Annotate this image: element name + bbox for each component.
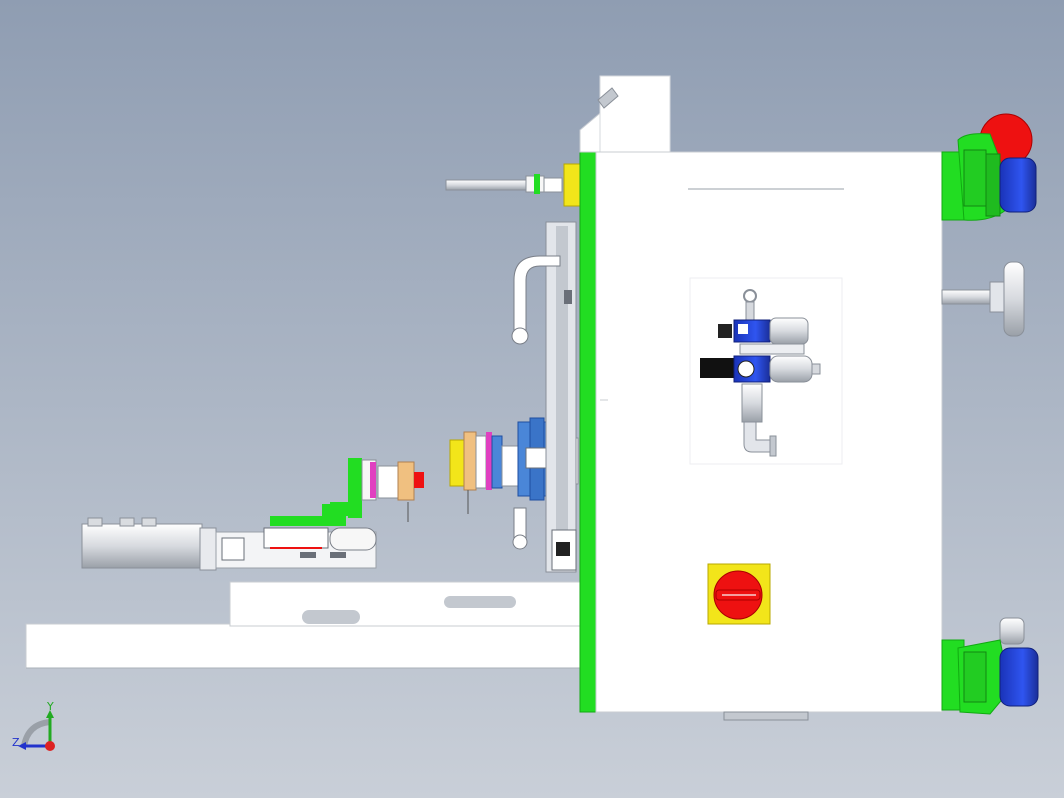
vertical-rail — [545, 221, 577, 573]
cable-hook-top — [511, 255, 561, 345]
z-axis-label: Z — [12, 736, 20, 749]
emergency-stop-button[interactable] — [941, 113, 1037, 221]
base-plate — [25, 581, 587, 669]
green-bracket — [330, 458, 362, 518]
x-axis-dot — [45, 741, 55, 751]
start-button[interactable] — [941, 617, 1039, 715]
handwheel[interactable] — [941, 261, 1025, 337]
linear-actuator — [81, 504, 377, 571]
main-cabinet — [579, 75, 943, 721]
green-mounting-plate — [579, 151, 597, 713]
coordinate-triad: Y Z — [12, 700, 55, 751]
air-filter-regulator — [700, 289, 821, 457]
main-switch[interactable] — [707, 563, 771, 625]
top-rod-sensor — [445, 163, 583, 207]
cable-hook-bottom — [512, 507, 528, 550]
y-axis-label: Y — [46, 700, 54, 713]
